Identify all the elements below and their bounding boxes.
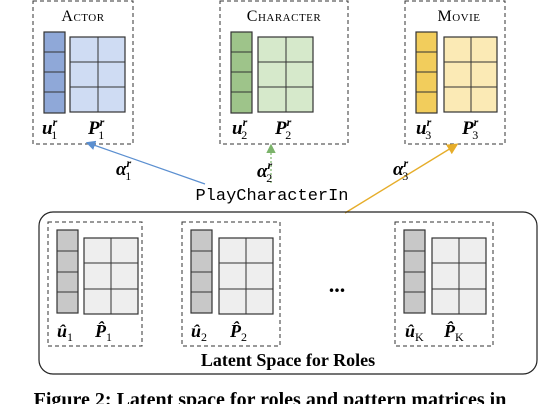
latent-role-k: ûK P̂K (394, 221, 494, 347)
movie-matrix (443, 36, 498, 113)
movie-vector (415, 31, 438, 114)
role-1-vector-label: û1 (57, 321, 73, 344)
role-k-matrix (431, 237, 487, 315)
latent-space: û1 P̂1 û2 P̂2 ... (38, 211, 538, 375)
ellipsis: ... (329, 272, 346, 297)
actor-matrix (69, 36, 126, 113)
character-matrix (257, 36, 314, 113)
entity-movie-label: Movie (438, 8, 481, 25)
latent-role-1: û1 P̂1 (47, 221, 143, 347)
latent-space-title: Latent Space for Roles (201, 350, 375, 370)
entity-actor-label: Actor (61, 8, 104, 25)
entity-character-label: Character (247, 8, 322, 25)
actor-vector (43, 31, 66, 114)
role-2-matrix (218, 237, 274, 315)
role-1-matrix-label: P̂1 (94, 321, 112, 344)
role-1-vector (56, 229, 79, 314)
role-k-vector-label: ûK (405, 321, 424, 344)
role-2-matrix-label: P̂2 (229, 321, 247, 344)
arrow-alpha-1 (85, 140, 206, 185)
arrow-alpha-3 (344, 143, 459, 214)
role-k-matrix-label: P̂K (443, 321, 464, 344)
role-1-matrix (83, 237, 139, 315)
relation-label: PlayCharacterIn (195, 187, 348, 206)
role-k-vector (403, 229, 426, 314)
latent-role-2: û2 P̂2 (181, 221, 281, 347)
character-vector (230, 31, 253, 114)
figure-caption: Figure 2: Latent space for roles and pat… (34, 389, 507, 404)
role-2-vector-label: û2 (191, 321, 207, 344)
role-2-vector (190, 229, 213, 314)
